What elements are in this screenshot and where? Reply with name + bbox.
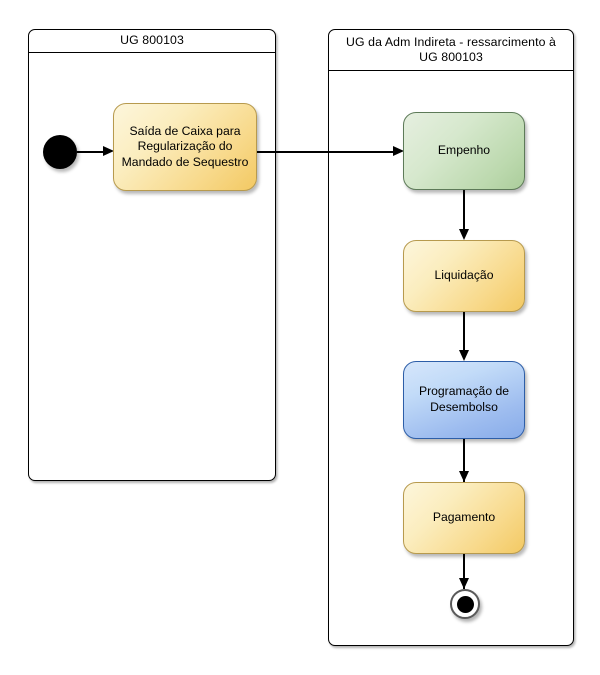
action-node-programacao-label: Programação de Desembolso <box>418 384 510 414</box>
edge-pagamento-to-end-arrowhead <box>458 578 469 589</box>
edge-programacao-to-pagamento-line <box>463 439 466 482</box>
action-node-programacao-de-desembolso[interactable]: Programação de Desembolso <box>403 361 525 439</box>
partition-ug-800103[interactable]: UG 800103 <box>28 29 276 481</box>
edge-pagamento-to-end-line <box>463 554 466 589</box>
initial-node[interactable] <box>43 135 77 169</box>
action-node-liquidacao-label: Liquidação <box>434 268 494 283</box>
edge-start-to-saida-line <box>77 150 108 153</box>
edge-liquidacao-to-programacao-arrowhead <box>458 350 469 361</box>
final-node[interactable] <box>450 589 480 619</box>
edge-liquidacao-to-programacao-line <box>463 312 466 354</box>
final-node-inner-dot <box>456 595 474 613</box>
edge-programacao-to-pagamento-arrowhead <box>458 471 469 482</box>
action-node-pagamento[interactable]: Pagamento <box>403 482 525 554</box>
action-node-empenho-label: Empenho <box>437 143 491 158</box>
action-node-saida-de-caixa[interactable]: Saída de Caixa para Regularização do Man… <box>113 103 257 191</box>
partition-left-title: UG 800103 <box>29 30 275 53</box>
edge-start-to-saida-arrowhead <box>103 145 114 156</box>
edge-empenho-to-liquidacao-arrowhead <box>458 229 469 240</box>
action-node-saida-label: Saída de Caixa para Regularização do Man… <box>121 123 249 169</box>
edge-saida-to-empenho-arrowhead <box>393 145 404 156</box>
action-node-pagamento-label: Pagamento <box>432 510 496 525</box>
action-node-liquidacao[interactable]: Liquidação <box>403 240 525 312</box>
edge-saida-to-empenho-line <box>257 150 399 153</box>
partition-right-title: UG da Adm Indireta - ressarcimento à UG … <box>329 30 573 71</box>
edge-empenho-to-liquidacao-line <box>463 190 466 233</box>
action-node-empenho[interactable]: Empenho <box>403 112 525 190</box>
